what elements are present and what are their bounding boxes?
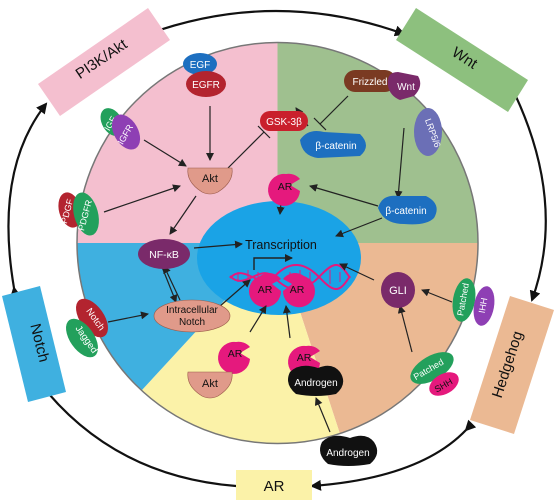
svg-text:Frizzled: Frizzled bbox=[352, 77, 387, 88]
lrp-receptor: LRP5/6 bbox=[414, 108, 443, 156]
svg-text:NF-κB: NF-κB bbox=[149, 249, 179, 261]
svg-text:AR: AR bbox=[297, 352, 312, 364]
notch-pathway-box: Notch bbox=[2, 286, 66, 402]
svg-text:Intracellular: Intracellular bbox=[166, 305, 218, 316]
svg-text:AR: AR bbox=[278, 181, 293, 193]
ar-wnt-node: AR bbox=[268, 173, 300, 206]
androgen-free: Androgen bbox=[320, 435, 378, 466]
egf-receptor: EGF EGFR bbox=[183, 53, 226, 97]
outer-cycle bbox=[7, 9, 547, 493]
wnt-ligand: Wnt bbox=[387, 72, 421, 100]
akt-ar-node: Akt bbox=[187, 371, 233, 399]
androgen-bound: Androgen bbox=[288, 365, 344, 396]
svg-text:Akt: Akt bbox=[202, 378, 218, 390]
svg-text:Androgen: Androgen bbox=[326, 448, 369, 459]
svg-text:GLI: GLI bbox=[389, 285, 407, 297]
svg-text:IHH: IHH bbox=[477, 297, 490, 314]
svg-text:GSK-3β: GSK-3β bbox=[266, 117, 302, 128]
svg-text:Akt: Akt bbox=[202, 173, 218, 185]
hedgehog-pathway-box: Hedgehog bbox=[470, 296, 554, 434]
frizzled-receptor: Frizzled bbox=[344, 70, 396, 92]
akt-node: Akt bbox=[187, 167, 233, 195]
notch-jagged-receptor: Notch Jagged bbox=[66, 298, 108, 358]
svg-text:EGF: EGF bbox=[190, 60, 211, 71]
nucleus: Transcription AR AR bbox=[197, 201, 361, 315]
svg-text:AR: AR bbox=[228, 348, 243, 360]
gli-node: GLI bbox=[381, 272, 415, 308]
patched-ihh-receptor: Patched IHH bbox=[452, 278, 495, 326]
svg-text:Wnt: Wnt bbox=[397, 82, 415, 93]
pdgf-receptor: PDGF PDGFR bbox=[58, 192, 99, 236]
ar-dimer-label-2: AR bbox=[290, 284, 305, 296]
igf-receptor: IGF IGFR bbox=[100, 108, 141, 150]
gsk3b-node: GSK-3β bbox=[260, 111, 308, 131]
svg-text:Notch: Notch bbox=[179, 317, 205, 328]
svg-text:β-catenin: β-catenin bbox=[385, 206, 426, 217]
svg-text:β-catenin: β-catenin bbox=[315, 141, 356, 152]
beta-catenin-membrane: β-catenin bbox=[300, 131, 366, 158]
svg-text:Androgen: Androgen bbox=[294, 378, 337, 389]
wnt-pathway-box: Wnt bbox=[396, 8, 528, 112]
ar-left-node: AR bbox=[218, 341, 250, 374]
svg-text:EGFR: EGFR bbox=[192, 80, 220, 91]
transcription-label: Transcription bbox=[245, 238, 317, 252]
ar-pathway-box: AR bbox=[236, 470, 312, 500]
ar-dimer: AR AR bbox=[249, 273, 315, 308]
svg-text:AR: AR bbox=[264, 478, 285, 495]
nfkb-node: NF-κB bbox=[138, 239, 190, 269]
intracellular-notch-node: Intracellular Notch bbox=[153, 299, 231, 333]
ar-dimer-label-1: AR bbox=[258, 284, 273, 296]
beta-catenin-cytoplasm: β-catenin bbox=[378, 195, 437, 225]
